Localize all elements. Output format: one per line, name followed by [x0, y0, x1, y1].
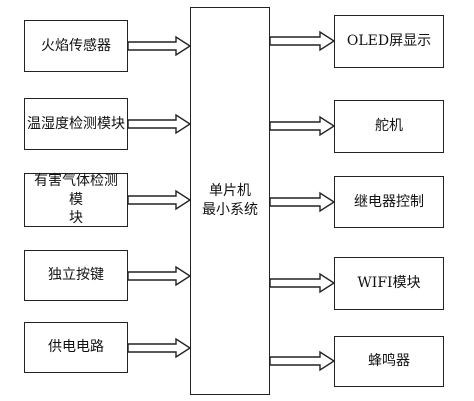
arrow-mcu-to-wifi: [269, 272, 336, 294]
input-box-power: 供电电路: [24, 322, 128, 373]
input-label: 供电电路: [48, 339, 104, 356]
arrow-mcu-to-relay: [269, 191, 336, 213]
mcu-box: 单片机 最小系统: [190, 7, 270, 395]
input-box-gas-detection: 有害气体检测模 块: [24, 173, 128, 227]
arrow-mcu-to-buzzer: [269, 350, 336, 372]
input-label: 火焰传感器: [41, 37, 111, 54]
output-label: OLED屏显示: [346, 33, 432, 50]
output-label: 舵机: [375, 118, 403, 135]
arrow-power-to-mcu: [127, 337, 192, 359]
output-box-servo: 舵机: [334, 100, 444, 153]
input-box-temp-humidity: 温湿度检测模块: [24, 98, 128, 150]
arrow-temp-to-mcu: [127, 113, 192, 135]
output-box-oled: OLED屏显示: [334, 15, 444, 68]
output-label: WIFI模块: [357, 275, 421, 292]
mcu-label: 单片机 最小系统: [202, 183, 258, 218]
output-label: 继电器控制: [354, 193, 424, 210]
arrow-gas-to-mcu: [127, 189, 192, 211]
input-label: 独立按键: [48, 267, 104, 284]
arrow-mcu-to-oled: [269, 30, 336, 52]
output-box-wifi: WIFI模块: [334, 257, 444, 310]
input-box-flame-sensor: 火焰传感器: [24, 20, 128, 72]
input-label: 有害气体检测模 块: [34, 172, 118, 227]
output-label: 蜂鸣器: [368, 353, 410, 370]
output-box-buzzer: 蜂鸣器: [334, 336, 444, 387]
input-label: 温湿度检测模块: [27, 115, 125, 132]
arrow-keys-to-mcu: [127, 265, 192, 287]
input-box-keys: 独立按键: [24, 250, 128, 301]
output-box-relay: 继电器控制: [334, 176, 444, 228]
arrow-flame-to-mcu: [127, 35, 192, 57]
arrow-mcu-to-servo: [269, 115, 336, 137]
